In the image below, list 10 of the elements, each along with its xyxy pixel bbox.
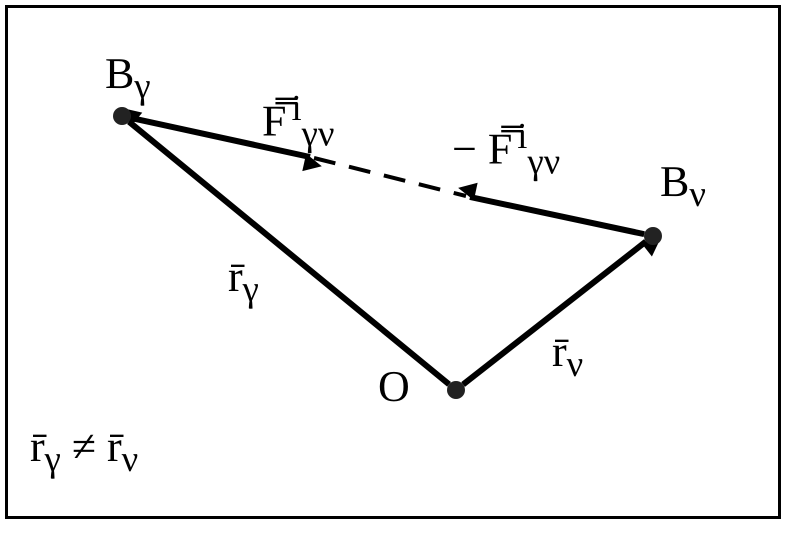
point-dot [644, 227, 662, 245]
point-label: B$_{ν}$ [660, 160, 706, 212]
point-dot [113, 107, 131, 125]
inequality-text: r̄$_{γ}$ ≠ r̄$_{ν}$ [30, 425, 138, 478]
force-arrow [458, 182, 645, 238]
point-dot [447, 381, 465, 399]
vector-label: r̄$_{γ}$ [228, 255, 259, 308]
point-label: B$_{γ}$ [105, 52, 151, 104]
point-label: O [378, 365, 410, 409]
vector-label: r̄$_{ν}$ [552, 330, 584, 382]
